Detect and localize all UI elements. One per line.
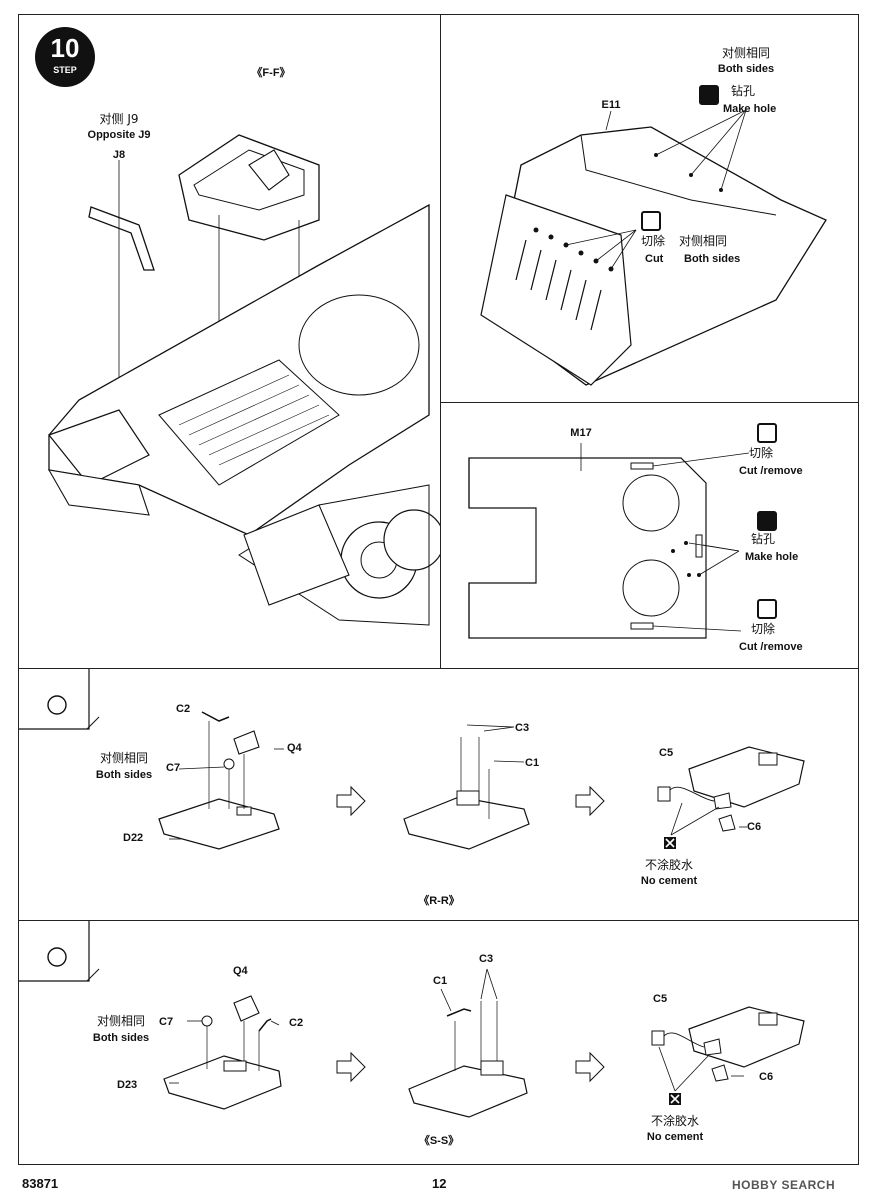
ss-drawing — [19, 921, 805, 1118]
rr-c7: C7 — [166, 762, 181, 774]
step-number: 10 — [50, 33, 80, 63]
m17-hole-zh: 钻孔 — [751, 532, 776, 546]
rr-c1: C1 — [525, 757, 540, 769]
cut-icon — [641, 211, 661, 231]
ss-c6: C6 — [759, 1071, 774, 1083]
rr-d22: D22 — [123, 832, 144, 844]
ss-q4: Q4 — [233, 965, 248, 977]
e11-both2-en: Both sides — [684, 253, 741, 265]
ss-c5: C5 — [653, 993, 668, 1005]
rr-c3: C3 — [515, 722, 530, 734]
watermark: HOBBY SEARCH — [732, 1178, 836, 1192]
cut-icon — [757, 599, 777, 619]
m17-part-drawing — [468, 443, 750, 639]
rr-section-label: 《R-R》 — [418, 895, 460, 907]
cut-icon — [757, 423, 777, 443]
m17-hole-en: Make hole — [745, 551, 799, 563]
ss-c3: C3 — [479, 953, 494, 965]
drill-icon — [757, 511, 777, 531]
part-j8-label: J8 — [112, 149, 126, 161]
opposite-j9-zh: 对侧 J9 — [99, 112, 139, 126]
e11-both2-zh: 对侧相同 — [679, 234, 728, 248]
ss-d23: D23 — [117, 1079, 138, 1091]
rr-c2: C2 — [176, 703, 191, 715]
e11-cut-zh: 切除 — [641, 234, 666, 248]
drill-icon — [699, 85, 719, 105]
step-badge: 10 STEP — [35, 27, 95, 87]
ss-nocement-en: No cement — [646, 1131, 704, 1143]
product-code: 83871 — [22, 1176, 59, 1191]
m17-cut1-en: Cut /remove — [739, 465, 803, 477]
ss-c2: C2 — [289, 1017, 304, 1029]
e11-cut-en: Cut — [645, 253, 664, 265]
e11-both-zh: 对侧相同 — [721, 46, 770, 60]
rr-both-zh: 对侧相同 — [99, 751, 148, 765]
rr-q4: Q4 — [287, 742, 302, 754]
rr-c5: C5 — [659, 747, 674, 759]
hull-assembly-drawing — [35, 27, 443, 626]
rr-drawing — [19, 669, 805, 850]
page-number: 12 — [432, 1176, 447, 1191]
e11-part-drawing — [480, 109, 827, 386]
step-label: STEP — [53, 65, 77, 75]
m17-cut2-zh: 切除 — [751, 622, 776, 636]
rr-nocement-zh: 不涂胶水 — [644, 858, 693, 872]
m17-panel: M17 切除 Cut /remove 钻孔 Make hole 切除 Cut /… — [440, 402, 859, 670]
e11-hole-en: Make hole — [723, 103, 777, 115]
m17-cut2-en: Cut /remove — [739, 641, 803, 653]
ss-both-en: Both sides — [92, 1032, 150, 1044]
rr-panel: C2 Q4 C7 对侧相同 Both sides D22 C3 C1 C5 C6… — [18, 668, 859, 922]
m17-cut1-zh: 切除 — [749, 446, 774, 460]
section-ff-label: 《F-F》 — [251, 67, 291, 79]
part-m17-label: M17 — [570, 427, 592, 439]
e11-both-en: Both sides — [717, 63, 775, 75]
rr-both-en: Both sides — [95, 769, 153, 781]
ss-c7: C7 — [159, 1016, 174, 1028]
rr-c6: C6 — [747, 821, 762, 833]
opposite-j9-en: Opposite J9 — [87, 129, 151, 141]
part-e11-label: E11 — [601, 99, 621, 111]
ss-both-zh: 对侧相同 — [96, 1014, 145, 1028]
e11-panel: E11 对侧相同 Both sides 钻孔 Make hole 切除 Cut … — [440, 14, 859, 404]
e11-hole-zh: 钻孔 — [731, 84, 756, 98]
ss-panel: Q4 C7 C2 对侧相同 Both sides D23 C1 C3 C5 C6… — [18, 920, 859, 1165]
main-assembly-panel: 10 STEP 《F-F》 对侧 J9 Opposite J9 J8 — [18, 14, 443, 670]
ss-nocement-zh: 不涂胶水 — [650, 1114, 699, 1128]
ss-section-label: 《S-S》 — [418, 1135, 460, 1147]
ss-c1: C1 — [433, 975, 448, 987]
rr-nocement-en: No cement — [640, 875, 698, 887]
